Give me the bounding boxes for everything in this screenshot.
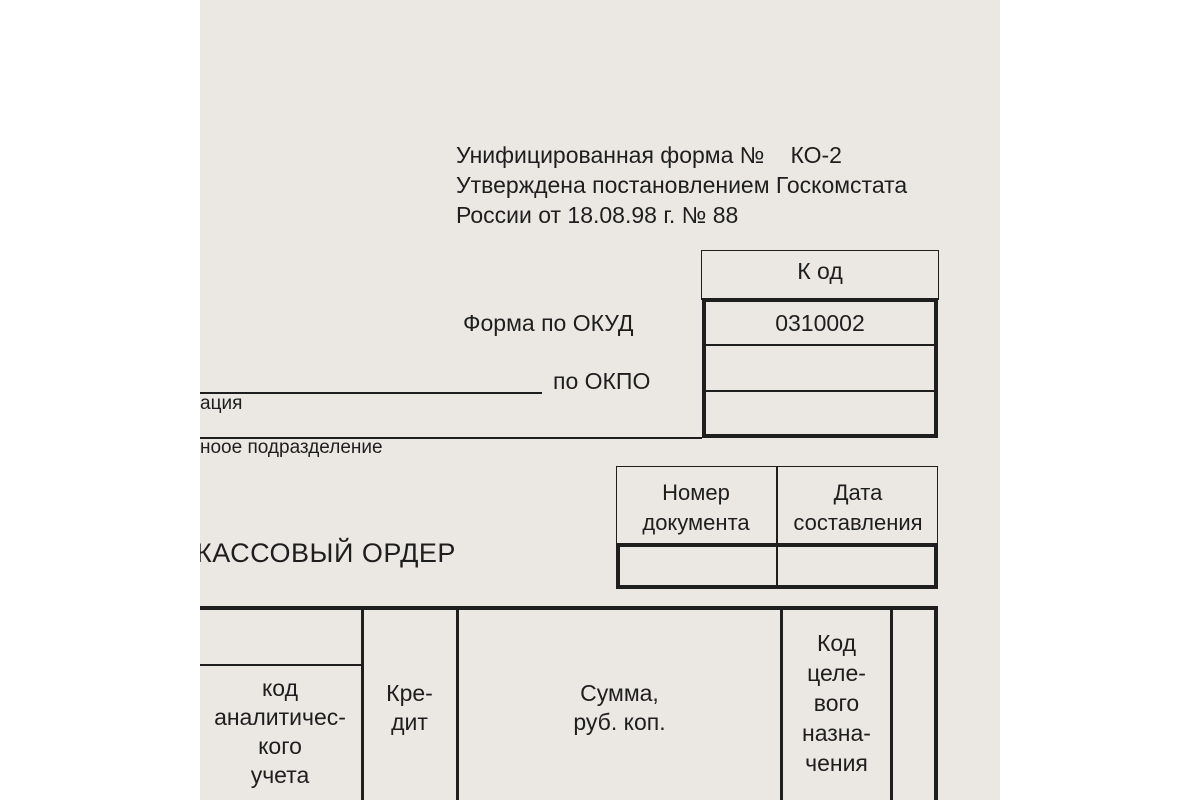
- doc-values-box: [616, 543, 938, 589]
- col-sum-header: Сумма, руб. коп.: [459, 676, 780, 740]
- col-purpose-line1: Код: [816, 630, 857, 656]
- kod-header-label: К од: [797, 258, 843, 284]
- col-credit-header: Кре- дит: [363, 676, 456, 740]
- approval-line: Утверждена постановлением Госкомстата: [456, 172, 908, 198]
- table-top-border: [200, 606, 938, 610]
- form-paper: Унифицированная форма № КО-2 Утверждена п…: [200, 0, 1000, 800]
- doc-number-value[interactable]: [620, 547, 776, 585]
- table-col-divider-3: [780, 606, 783, 800]
- table-col-divider-4: [890, 606, 893, 800]
- col-analytic-line1: код: [261, 675, 299, 701]
- col-purpose-header: Код целе- вого назна- чения: [783, 628, 890, 784]
- doc-date-value[interactable]: [778, 547, 934, 585]
- okpo-label: по ОКПО: [553, 368, 651, 394]
- doc-date-header-line2: составления: [793, 510, 923, 535]
- table-col-divider-1: [361, 606, 364, 800]
- codes-box: [702, 298, 938, 438]
- form-number-code: КО-2: [790, 142, 842, 168]
- form-number-line: Унифицированная форма № КО-2: [456, 140, 842, 171]
- doc-date-header-line1: Дата: [833, 480, 883, 505]
- col-purpose-line2: целе-: [807, 660, 866, 686]
- col-purpose-line4: назна-: [802, 720, 871, 746]
- doc-number-header-line1: Номер: [662, 480, 730, 505]
- approval-date-line: России от 18.08.98 г. № 88: [456, 202, 739, 228]
- form-number-label: Унифицированная форма №: [456, 142, 765, 168]
- col-sum-line2: руб. коп.: [573, 709, 666, 735]
- table-subheader-line: [200, 664, 362, 666]
- organization-line[interactable]: [200, 392, 542, 394]
- table-right-border: [934, 606, 938, 800]
- col-analytic-line4: учета: [250, 762, 310, 788]
- col-analytic-line2: аналитичес-: [214, 704, 346, 730]
- department-line[interactable]: [200, 437, 702, 439]
- kod-header-cell: [701, 250, 939, 300]
- table-col-divider-2: [456, 606, 459, 800]
- okud-value[interactable]: 0310002: [775, 310, 865, 336]
- col-sum-line1: Сумма,: [580, 680, 659, 706]
- doc-number-header-line2: документа: [642, 510, 750, 535]
- doc-date-header: Дата составления: [778, 474, 938, 542]
- doc-number-header: Номер документа: [616, 474, 776, 542]
- col-purpose-line5: чения: [805, 750, 868, 776]
- col-credit-line2: дит: [391, 709, 428, 735]
- department-caption: ноое подразделение: [200, 437, 383, 458]
- codes-divider-2: [702, 390, 938, 392]
- col-purpose-line3: вого: [813, 690, 860, 716]
- organization-caption: ация: [200, 393, 243, 414]
- codes-divider-1: [702, 344, 938, 346]
- col-analytic-line3: кого: [258, 733, 302, 759]
- col-analytic-header: код аналитичес- кого учета: [200, 674, 360, 800]
- col-credit-line1: Кре-: [386, 680, 433, 706]
- okud-label: Форма по ОКУД: [463, 310, 634, 336]
- document-title: КАССОВЫЙ ОРДЕР: [200, 538, 456, 568]
- doc-col-divider: [776, 466, 778, 588]
